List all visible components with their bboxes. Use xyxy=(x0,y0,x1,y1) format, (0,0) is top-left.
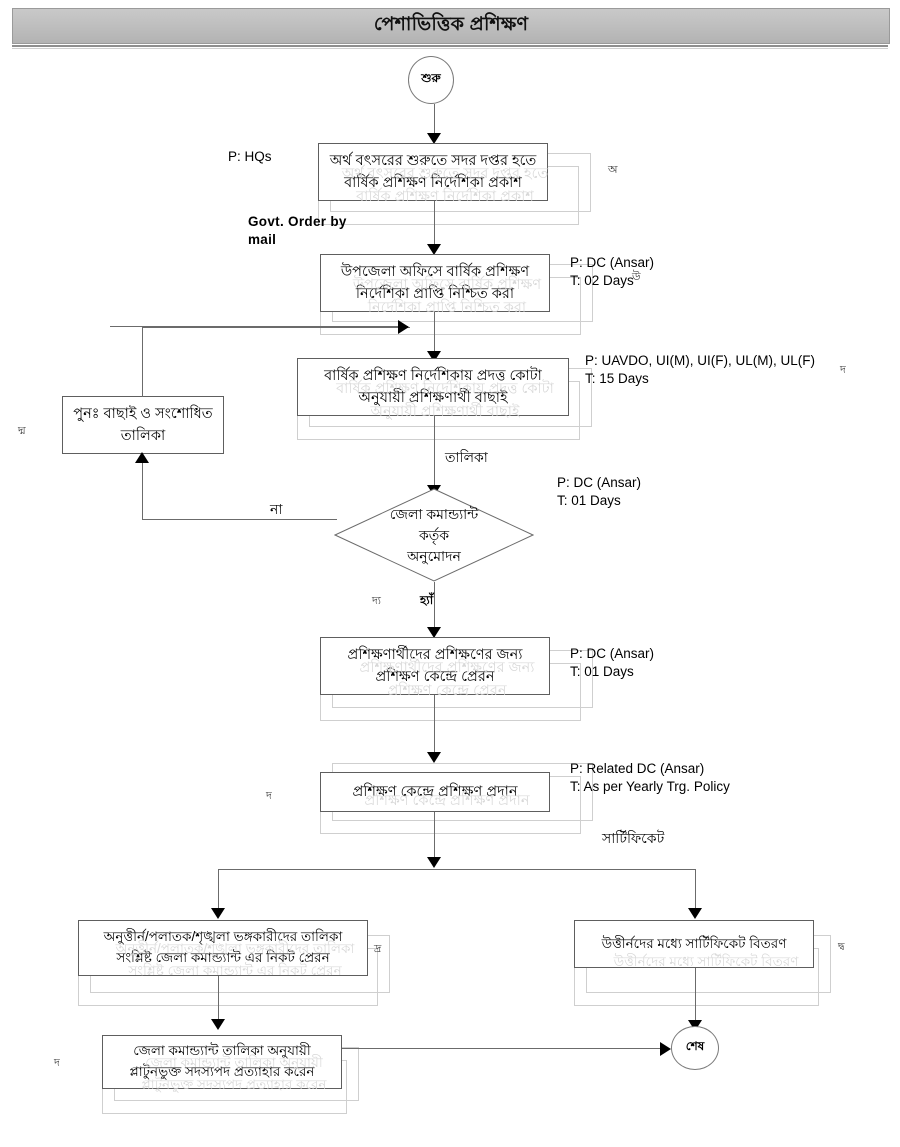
edge-return-top xyxy=(142,326,408,327)
marker-7: দ্র xyxy=(374,943,382,955)
process-node-4[interactable]: প্রশিক্ষণার্থীদের প্রশিক্ষণের জন্য প্রশি… xyxy=(320,637,550,695)
edge-p4-to-p5 xyxy=(434,695,435,755)
edge-p8-to-end-arrow xyxy=(660,1042,671,1056)
annotation-p3: P: UAVDO, UI(M), UI(F), UL(M), UL(F) T: … xyxy=(585,353,815,387)
rework-node[interactable]: পুনঃ বাছাই ও সংশোধিত তালিকা xyxy=(62,396,224,454)
edge-return-arrow xyxy=(398,320,409,334)
edge-dummy xyxy=(110,326,111,327)
process-node-5[interactable]: প্রশিক্ষণ কেন্দ্রে প্রশিক্ষণ প্রদান xyxy=(320,772,550,812)
rework-node-line1: পুনঃ বাছাই ও সংশোধিত xyxy=(73,405,213,422)
annotation-p1-person: P: HQs xyxy=(228,149,272,164)
edge-decision-to-p4 xyxy=(434,582,435,638)
edge-p1-to-p2 xyxy=(434,201,435,247)
edge-no-to-rework xyxy=(142,454,143,520)
edge-p7-to-end xyxy=(695,968,696,1024)
page-title: পেশাভিত্তিক প্রশিক্ষণ xyxy=(373,14,529,35)
process-node-2-line1: উপজেলা অফিসে বার্ষিক প্রশিক্ষণ xyxy=(340,263,530,280)
edge-p1-to-p2-arrow xyxy=(427,244,441,255)
process-node-2[interactable]: উপজেলা অফিসে বার্ষিক প্রশিক্ষণ নির্দেশিক… xyxy=(320,254,550,312)
process-node-8[interactable]: জেলা কমান্ড্যান্ট তালিকা অনুযায়ী প্লাটু… xyxy=(102,1035,342,1089)
process-node-1[interactable]: অর্থ বৎসরের শুরুতে সদর দপ্তর হতে বার্ষিক… xyxy=(318,143,548,201)
marker-3: দ xyxy=(840,364,846,376)
marker-2: উ xyxy=(632,271,641,283)
edge-p2-to-p3-arrow xyxy=(427,351,441,362)
process-node-4-line1: প্রশিক্ষণার্থীদের প্রশিক্ষণের জন্য xyxy=(347,646,523,663)
edge-rework-up xyxy=(142,327,143,397)
annotation-decision: P: DC (Ansar) T: 01 Days xyxy=(557,475,642,509)
title-divider xyxy=(12,45,888,47)
process-node-2-line2: নির্দেশিকা প্রাপ্তি নিশ্চিত করা xyxy=(355,286,515,302)
process-node-1-line2: বার্ষিক প্রশিক্ষণ নির্দেশিকা প্রকাশ xyxy=(344,175,522,191)
page-title-bar: পেশাভিত্তিক প্রশিক্ষণ xyxy=(12,8,890,44)
edge-p8-to-end xyxy=(342,1048,664,1049)
edge-p6-to-p8-arrow xyxy=(211,1019,225,1030)
marker-4: দ্ম xyxy=(18,425,26,437)
edge-rework-left-stub xyxy=(110,326,142,327)
start-node-label: শুরু xyxy=(421,71,441,85)
edge-split-right-arrow xyxy=(688,908,702,919)
edge-label-certificate: সার্টিফিকেট xyxy=(602,830,665,846)
edge-p3-to-decision xyxy=(434,416,435,488)
process-node-3[interactable]: বার্ষিক প্রশিক্ষণ নির্দেশিকায় প্রদত্ত ক… xyxy=(297,358,569,416)
process-node-7[interactable]: উত্তীর্নদের মধ্যে সার্টিফিকেট বিতরণ xyxy=(574,920,814,968)
marker-9: দ xyxy=(54,1057,60,1069)
edge-split-right xyxy=(695,869,696,911)
end-node-label: শেষ xyxy=(685,1039,705,1053)
edge-p2-to-p3 xyxy=(434,312,435,354)
process-node-3-line1: বার্ষিক প্রশিক্ষণ নির্দেশিকায় প্রদত্ত ক… xyxy=(324,367,542,384)
process-node-4-line2: প্রশিক্ষণ কেন্দ্রে প্রেরন xyxy=(375,669,495,685)
edge-label-no: না xyxy=(270,501,283,517)
start-node[interactable]: শুরু xyxy=(408,56,454,104)
process-node-6-line1: অনুত্তীর্ন/পলাতক/শৃঙ্খলা ভঙ্গকারীদের তাল… xyxy=(103,929,343,945)
edge-rework-corner2 xyxy=(142,327,143,328)
annotation-p1-note: Govt. Order by mail xyxy=(248,214,347,248)
edge-label-yes: হ্যাঁ xyxy=(420,593,434,607)
marker-1: অ xyxy=(608,164,618,176)
edge-p6-to-p8 xyxy=(218,976,219,1022)
edge-rework-right xyxy=(142,327,410,328)
marker-8: দ্ব xyxy=(838,941,845,953)
process-node-3-line2: অনুযায়ী প্রশিক্ষণার্থী বাছাই xyxy=(358,390,508,406)
edge-no-to-rework-arrow xyxy=(135,452,149,463)
edge-p7-to-end-arrow xyxy=(688,1020,702,1031)
edge-label-list: তালিকা xyxy=(445,449,488,465)
process-node-7-line1: উত্তীর্নদের মধ্যে সার্টিফিকেট বিতরণ xyxy=(601,935,787,951)
annotation-p5: P: Related DC (Ansar) T: As per Yearly T… xyxy=(570,761,730,795)
process-node-6-line2: সংশ্লিষ্ট জেলা কমান্ড্যান্ট এর নিকট প্রে… xyxy=(116,950,330,965)
decision-node[interactable]: জেলা কমান্ড্যান্ট কর্তৃক অনুমোদন xyxy=(334,488,534,582)
annotation-p4: P: DC (Ansar) T: 01 Days xyxy=(570,646,655,680)
edge-start-to-p1 xyxy=(434,104,435,136)
edge-p4-to-p5-arrow xyxy=(427,752,441,763)
decision-shape xyxy=(334,488,534,582)
rework-node-line2: তালিকা xyxy=(120,428,166,444)
process-node-8-line2: প্লাটুনভুক্ত সদস্যপদ প্রত্যাহার করেন xyxy=(129,1064,315,1079)
edge-p5-down xyxy=(434,812,435,864)
process-node-1-line1: অর্থ বৎসরের শুরুতে সদর দপ্তর হতে xyxy=(329,152,537,169)
edge-split-left xyxy=(218,869,219,911)
end-node[interactable]: শেষ xyxy=(671,1026,719,1070)
edge-split-bar xyxy=(218,869,695,870)
edge-decision-to-p4-arrow xyxy=(427,627,441,638)
title-divider-light xyxy=(12,48,888,49)
edge-no-horizontal xyxy=(142,519,337,520)
process-node-5-line1: প্রশিক্ষণ কেন্দ্রে প্রশিক্ষণ প্রদান xyxy=(352,783,518,800)
edge-split-left-arrow xyxy=(211,908,225,919)
process-node-6[interactable]: অনুত্তীর্ন/পলাতক/শৃঙ্খলা ভঙ্গকারীদের তাল… xyxy=(78,920,368,976)
annotation-p2: P: DC (Ansar) T: 02 Days xyxy=(570,255,655,289)
process-node-8-line1: জেলা কমান্ড্যান্ট তালিকা অনুযায়ী xyxy=(133,1043,311,1059)
edge-p5-down-arrow xyxy=(427,857,441,868)
marker-5: দ্য xyxy=(372,595,381,607)
edge-start-to-p1-arrow xyxy=(427,133,441,144)
marker-6: দ xyxy=(266,790,272,802)
